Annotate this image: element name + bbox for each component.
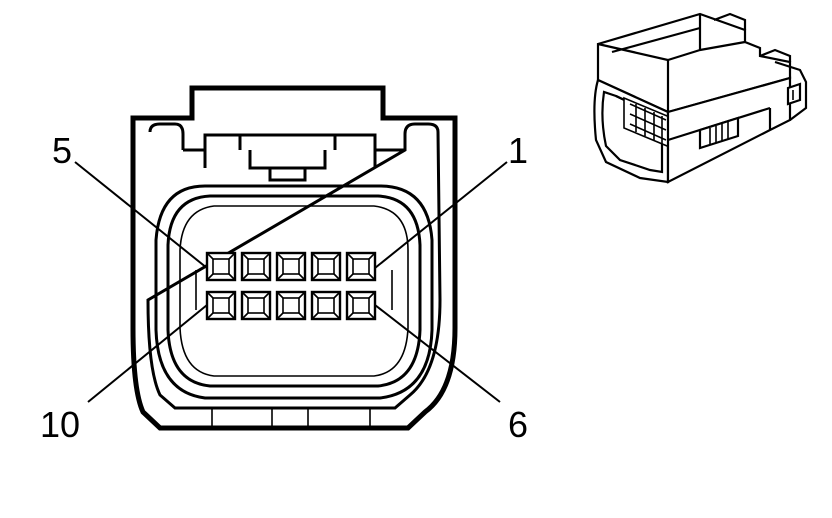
connector-isometric-view <box>593 12 808 184</box>
leader-line-6 <box>374 304 501 403</box>
cavity-7 <box>310 290 342 321</box>
pin-label-5: 5 <box>52 130 72 171</box>
cavity-10 <box>205 290 237 321</box>
housing-inner-contour <box>146 122 442 410</box>
cavity-row-bottom <box>205 290 377 321</box>
leader-line-5 <box>74 161 208 269</box>
cavity-5 <box>205 251 237 282</box>
cavity-6 <box>345 290 377 321</box>
shroud-innermost <box>179 205 409 377</box>
leader-lines <box>74 161 508 403</box>
cavity-3 <box>275 251 307 282</box>
cavity-2 <box>310 251 342 282</box>
leader-line-10 <box>87 304 208 403</box>
cavity-9 <box>240 290 272 321</box>
shroud-inner <box>166 194 422 388</box>
cavity-8 <box>275 290 307 321</box>
pin-label-1: 1 <box>508 130 528 171</box>
leader-line-1 <box>374 161 508 269</box>
shroud-outer <box>154 184 434 400</box>
bottom-segments <box>211 408 371 428</box>
cavity-1 <box>345 251 377 282</box>
pin-label-6: 6 <box>508 404 528 445</box>
latch <box>183 133 405 182</box>
pin-label-10: 10 <box>40 404 80 445</box>
cavity-4 <box>240 251 272 282</box>
housing-outer-outline <box>130 85 458 431</box>
cavity-row-top <box>205 251 377 282</box>
connector-face-view: 5 1 10 6 <box>40 85 528 445</box>
